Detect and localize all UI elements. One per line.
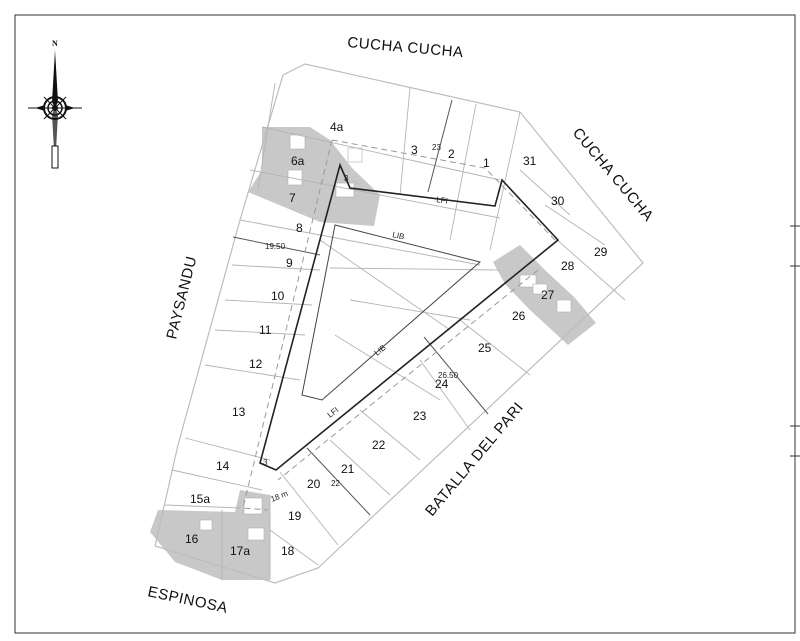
lot-label: 2 (448, 147, 455, 161)
north-label: N (52, 39, 58, 48)
dimension-label: 26.50 (438, 371, 459, 380)
lot-label: 20 (307, 477, 321, 491)
division-lines (232, 99, 489, 516)
lot-label: 25 (478, 341, 492, 355)
lot-label: 30 (551, 194, 565, 208)
street-top: CUCHA CUCHA (347, 34, 465, 61)
lot-label: 17a (230, 544, 250, 558)
line-label: LFI (326, 405, 341, 419)
lot-label: 29 (594, 245, 608, 259)
compass-rose-icon (28, 50, 82, 169)
lot-label: 3 (411, 143, 418, 157)
lot-label: 22 (372, 438, 386, 452)
lot-label: 27 (541, 288, 555, 302)
lot-label: 10 (271, 289, 285, 303)
lib-outline (301, 224, 482, 401)
lot-label: 19 (288, 509, 302, 523)
lot-label: 31 (523, 154, 537, 168)
lot-label: 1 (483, 156, 490, 170)
boundary-outline (259, 162, 560, 471)
lot-label: 26 (512, 309, 526, 323)
lot-label: 13 (232, 405, 246, 419)
dashed-lines (242, 139, 556, 511)
shaded-lots (150, 127, 596, 580)
lot-label: 24 (435, 377, 449, 391)
dimension-label: 23 (432, 143, 441, 152)
lot-label: 15a (190, 492, 210, 506)
line-label: LFI (436, 195, 449, 206)
building-footprints (199, 134, 572, 541)
lot-numbers: 1 2 3 4a 6a 7 8 9 10 11 12 13 14 15a 16 … (185, 120, 608, 558)
lot-label: 7 (289, 191, 296, 205)
lot-label: 23 (413, 409, 427, 423)
lot-label: 4a (330, 120, 344, 134)
line-label: LIB (392, 230, 406, 241)
dimension-label: 3 (263, 458, 268, 467)
block-outline (154, 63, 644, 584)
lot-label: 12 (249, 357, 263, 371)
dimension-label: 18 m (269, 489, 289, 504)
lot-label: 9 (286, 256, 293, 270)
lot-label: 11 (259, 323, 272, 337)
street-left: PAYSANDU (163, 254, 200, 341)
lot-label: 8 (296, 221, 303, 235)
dimension-label: 22 (331, 479, 340, 488)
lot-label: 6a (291, 154, 305, 168)
dimension-label: 19.50 (265, 242, 286, 251)
lot-label: 18 (281, 544, 295, 558)
lot-label: 16 (185, 532, 199, 546)
line-label: LIB (373, 343, 388, 357)
street-bottom-right: BATALLA DEL PARI (422, 399, 527, 520)
street-bottom-left: ESPINOSA (146, 583, 229, 617)
lot-label: 21 (341, 462, 355, 476)
lot-label: 14 (216, 459, 230, 473)
map-frame (14, 14, 796, 634)
street-right: CUCHA CUCHA (569, 125, 657, 225)
lot-label: 28 (561, 259, 575, 273)
line-labels: LFI LIB LIB LFI (326, 195, 449, 420)
dimension-label: 3 (344, 174, 349, 183)
